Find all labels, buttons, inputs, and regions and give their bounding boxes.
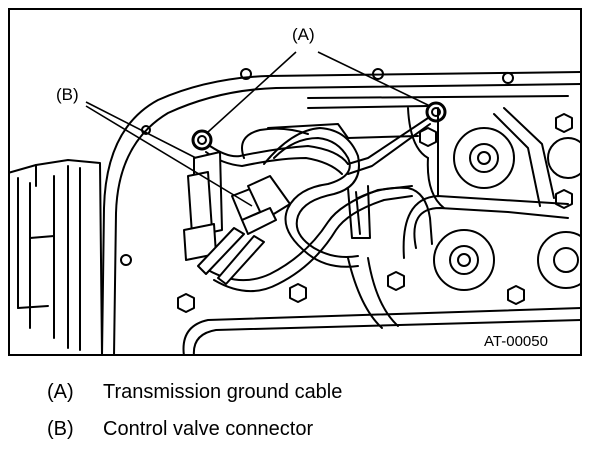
legend-text: Transmission ground cable — [103, 381, 343, 403]
legend-item: (B) Control valve connector — [47, 417, 342, 454]
callout-a-label: (A) — [292, 25, 315, 44]
wire-harness — [207, 127, 433, 329]
callout-b-label: (B) — [56, 85, 79, 104]
legend-key: (A) — [47, 381, 74, 403]
transmission-illustration: (A) (B) AT-00050 — [8, 8, 582, 356]
diagram-figure: (A) (B) AT-00050 — [8, 8, 582, 356]
transmission-case-left — [9, 159, 103, 355]
figure-id: AT-00050 — [484, 333, 548, 350]
legend: (A) Transmission ground cable (B) Contro… — [47, 380, 342, 454]
legend-key: (B) — [47, 418, 74, 440]
callout-leaders — [85, 51, 431, 207]
transmission-ground-cable — [191, 101, 447, 175]
bore-holes — [120, 68, 514, 266]
valve-body — [101, 71, 581, 355]
control-valve-connectors — [183, 151, 291, 285]
legend-item: (A) Transmission ground cable — [47, 380, 342, 417]
valve-spools — [402, 107, 581, 291]
legend-text: Control valve connector — [103, 418, 314, 440]
figure-frame — [8, 8, 582, 356]
